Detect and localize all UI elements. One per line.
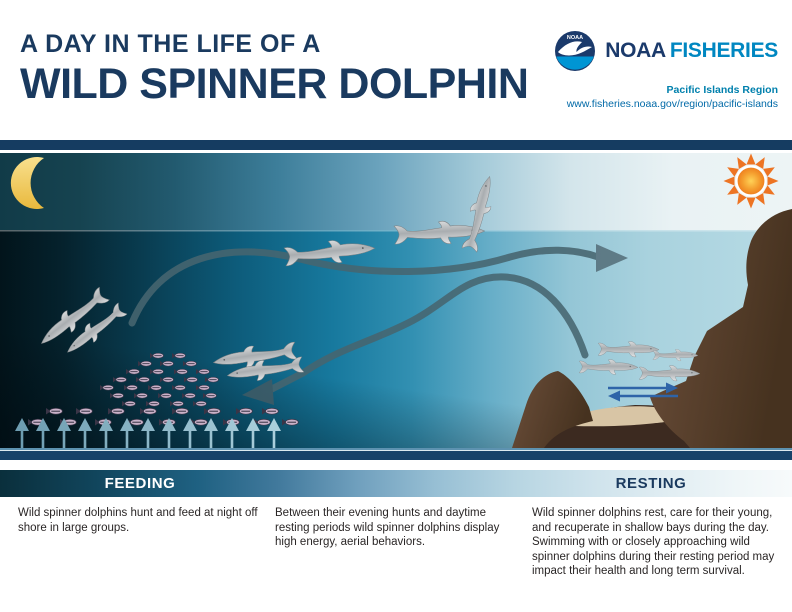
resting-caption: Wild spinner dolphins rest, care for the… (532, 507, 775, 578)
seagull-icon (558, 41, 593, 56)
resting-label: RESTING (615, 475, 687, 492)
scene-bottom-pale-line (0, 450, 792, 451)
emblem-label: NOAA (567, 35, 583, 41)
sun-icon (723, 153, 779, 209)
wordmark-fisheries: FISHERIES (669, 39, 778, 62)
top-divider-bar (0, 140, 792, 150)
transition-caption: Between their evening hunts and daytime … (275, 507, 500, 549)
travel-arrow-icon (242, 273, 589, 405)
website-url: www.fisheries.noaa.gov/region/pacific-is… (566, 98, 778, 110)
title-line-1: A DAY IN THE LIFE OF A (20, 30, 321, 58)
title-line-2: WILD SPINNER DOLPHIN (20, 60, 529, 108)
phase-gradient-bar: FEEDING RESTING (0, 470, 792, 497)
wordmark-noaa: NOAA (605, 39, 666, 62)
scene-bottom-line (0, 448, 792, 450)
page-title: A DAY IN THE LIFE OF A WILD SPINNER DOLP… (20, 30, 529, 109)
feeding-label: FEEDING (104, 475, 176, 492)
bay-cliffs (512, 209, 792, 448)
feeding-caption: Wild spinner dolphins hunt and feed at n… (18, 507, 258, 534)
bay-shuttle-arrow-icon (608, 382, 678, 402)
travel-arrow-icon (128, 244, 628, 327)
bottom-divider-bar (0, 451, 792, 460)
top-divider-line (0, 150, 792, 153)
sky-gradient (0, 153, 792, 230)
moon-icon (10, 157, 45, 209)
waterline (0, 230, 792, 232)
header: A DAY IN THE LIFE OF A WILD SPINNER DOLP… (0, 0, 792, 140)
noaa-emblem-icon: NOAA (553, 29, 598, 73)
ocean-scene-illustration (0, 153, 792, 448)
region-label: Pacific Islands Region (666, 84, 778, 96)
ocean-scene (0, 153, 792, 448)
